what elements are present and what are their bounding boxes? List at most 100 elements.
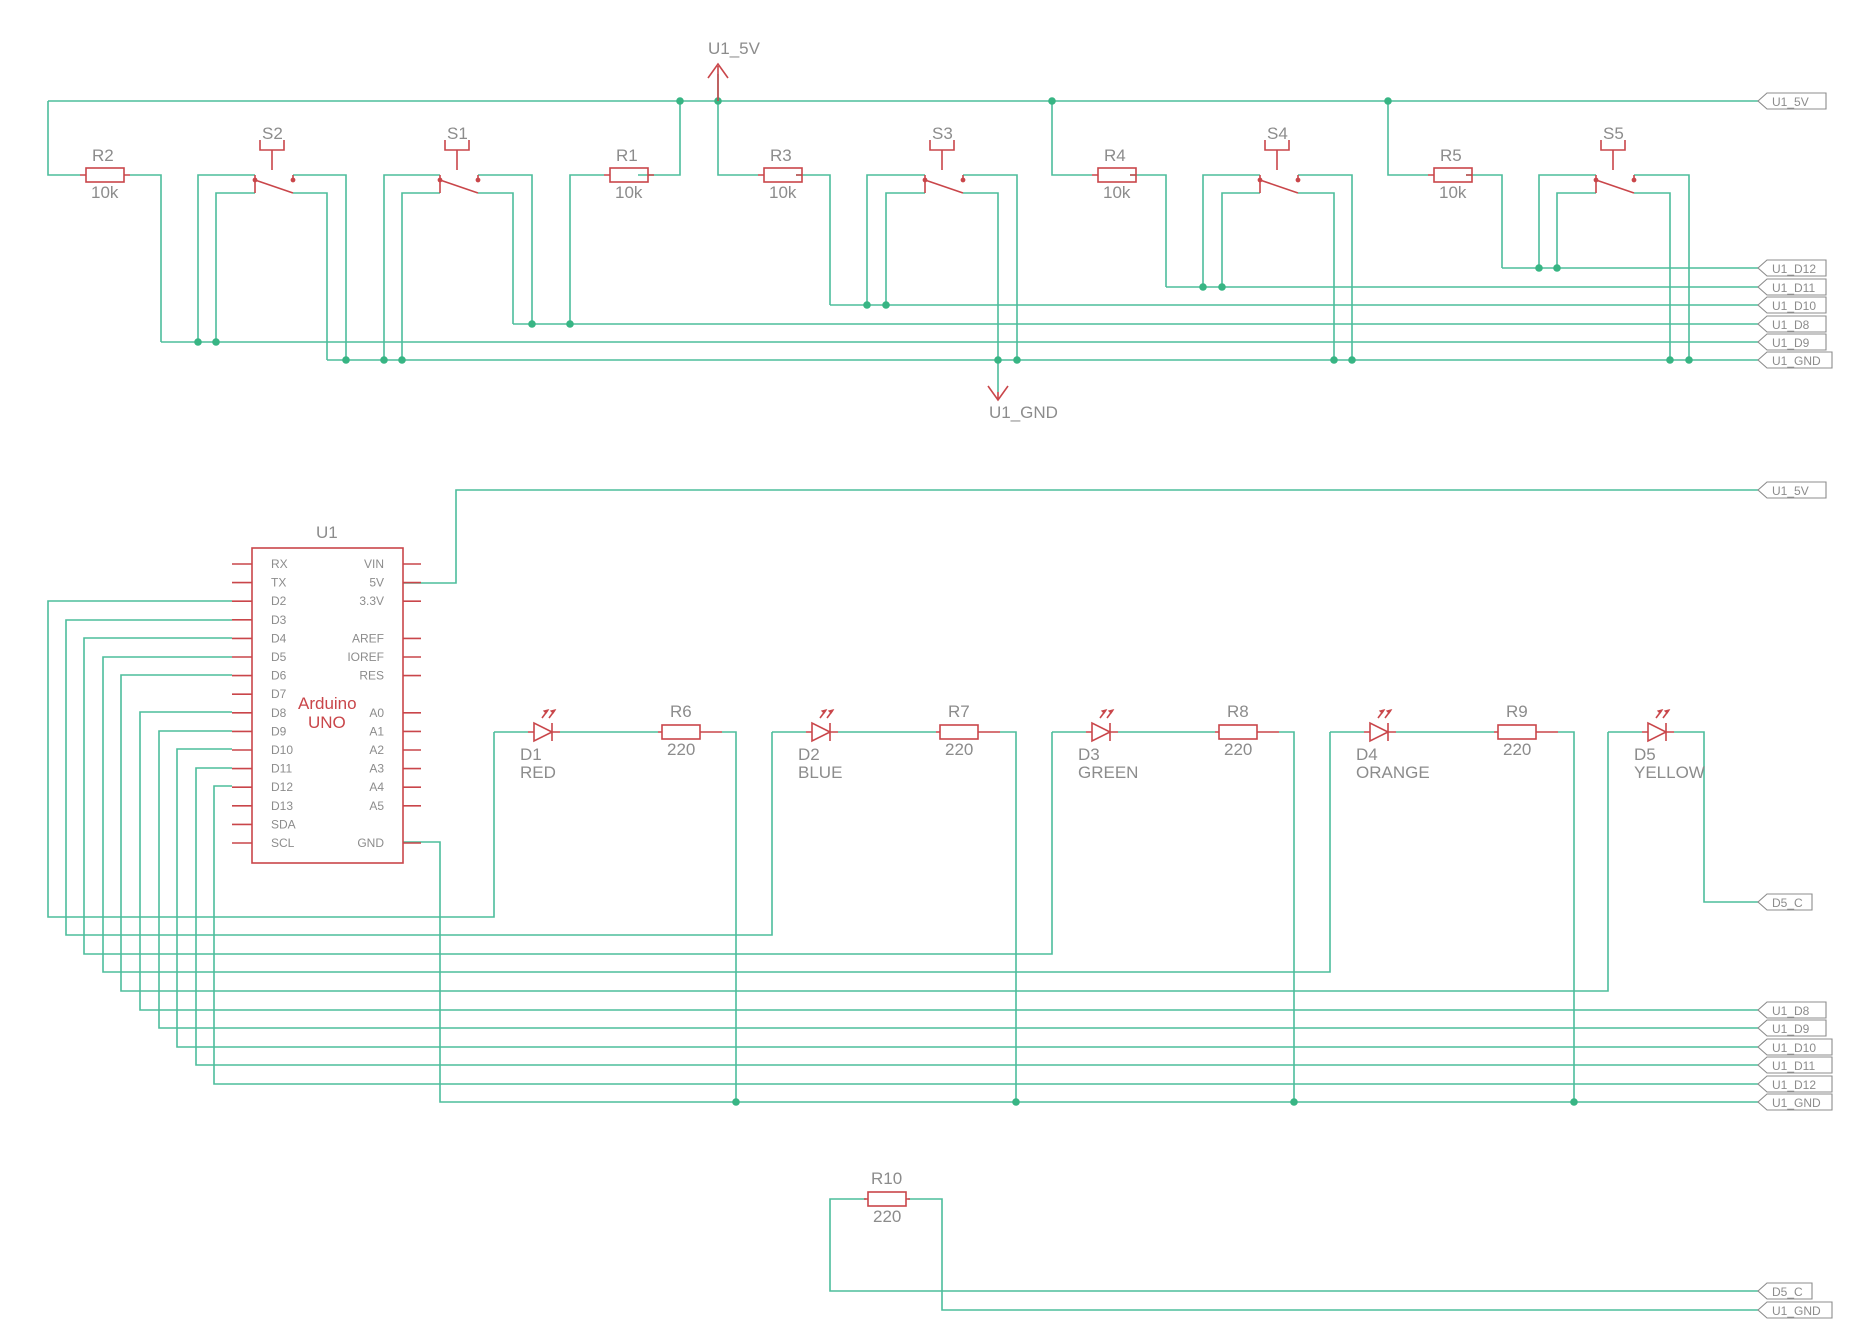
mcu-left-pin-label: D2 xyxy=(271,594,287,608)
port-bottom-u1-gnd: U1_GND xyxy=(1757,1301,1833,1319)
led-color: YELLOW xyxy=(1634,763,1705,782)
led-color: ORANGE xyxy=(1356,763,1430,782)
resistor-r3-name: R3 xyxy=(770,146,792,165)
resistor-r8-value: 220 xyxy=(1224,740,1252,759)
mcu-left-pin-label: D4 xyxy=(271,631,287,645)
resistor-r7[interactable]: R7 220 xyxy=(936,702,1000,759)
resistor-r1[interactable]: R1 10k xyxy=(604,146,654,202)
svg-text:U1_GND: U1_GND xyxy=(1772,1096,1821,1110)
svg-text:U1_5V: U1_5V xyxy=(1772,484,1809,498)
port-top-u1-d9: U1_D9 xyxy=(1757,333,1827,351)
resistor-r3[interactable]: R3 10k xyxy=(758,146,803,202)
led-color: RED xyxy=(520,763,556,782)
vcc-symbol: U1_5V xyxy=(707,39,761,101)
mcu-left-pin-label: D5 xyxy=(271,650,287,664)
resistor-r6-name: R6 xyxy=(670,702,692,721)
switch-s1[interactable]: S1 xyxy=(437,124,481,194)
mcu-5v-wire xyxy=(403,489,1758,584)
svg-text:U1_D12: U1_D12 xyxy=(1772,1078,1816,1092)
mcu-right-pin-label: 3.3V xyxy=(359,594,384,608)
resistor-r3-value: 10k xyxy=(769,183,797,202)
mcu-right-pin-label: RES xyxy=(359,669,384,683)
mcu-left-pin-label: TX xyxy=(271,576,286,590)
switch-s1-name: S1 xyxy=(447,124,468,143)
port-top-u1-d8: U1_D8 xyxy=(1757,315,1827,333)
switch-s2-name: S2 xyxy=(262,124,283,143)
mcu-left-pin-label: D10 xyxy=(271,743,293,757)
resistor-r9-name: R9 xyxy=(1506,702,1528,721)
port-mid-u1-d11: U1_D11 xyxy=(1757,1056,1833,1074)
resistor-r10[interactable]: R10 220 xyxy=(864,1169,910,1226)
svg-text:U1_D10: U1_D10 xyxy=(1772,299,1816,313)
svg-text:U1_GND: U1_GND xyxy=(1772,354,1821,368)
mid-wires xyxy=(47,600,1758,1103)
port-mid-u1-d9: U1_D9 xyxy=(1757,1019,1827,1037)
mcu-name-line2: UNO xyxy=(308,713,346,732)
mcu-right-pin-label: IOREF xyxy=(347,650,384,664)
port-top-u1-d10: U1_D10 xyxy=(1757,296,1827,314)
port-top-u1-gnd: U1_GND xyxy=(1757,351,1833,369)
resistor-r6-value: 220 xyxy=(667,740,695,759)
resistor-r9[interactable]: R9 220 xyxy=(1494,702,1558,759)
led-name: D2 xyxy=(798,745,820,764)
switch-s3[interactable]: S3 xyxy=(922,124,966,194)
port-top-u1-d11: U1_D11 xyxy=(1757,278,1827,296)
mcu-left-pin-label: D7 xyxy=(271,687,287,701)
mcu-left-pin-label: D8 xyxy=(271,706,287,720)
svg-text:D5_C: D5_C xyxy=(1772,896,1803,910)
port-top-u1-5v: U1_5V xyxy=(1757,92,1827,110)
top-junctions xyxy=(194,97,1693,364)
resistor-r5[interactable]: R5 10k xyxy=(1428,146,1473,202)
bottom-ports: D5_C U1_GND xyxy=(1757,1282,1833,1319)
svg-text:U1_D8: U1_D8 xyxy=(1772,318,1810,332)
mcu-right-pin-label: VIN xyxy=(364,557,384,571)
resistor-r6[interactable]: R6 220 xyxy=(658,702,722,759)
svg-text:D5_C: D5_C xyxy=(1772,1285,1803,1299)
svg-text:U1_GND: U1_GND xyxy=(1772,1304,1821,1318)
port-mid-u1-5v: U1_5V xyxy=(1757,481,1827,499)
led-color: BLUE xyxy=(798,763,842,782)
switch-s4[interactable]: S4 xyxy=(1257,124,1301,194)
svg-text:U1_5V: U1_5V xyxy=(1772,95,1809,109)
resistor-r4[interactable]: R4 10k xyxy=(1092,146,1137,202)
led-name: D5 xyxy=(1634,745,1656,764)
mid-ports: U1_5V D5_C U1_D8 U1_D9 U1_D10 U1_D11 U1_… xyxy=(1757,481,1833,1111)
mcu-left-pin-label: D13 xyxy=(271,799,293,813)
mcu-ref: U1 xyxy=(316,523,338,542)
mcu-left-pin-label: SDA xyxy=(271,817,296,831)
mid-junctions xyxy=(732,1098,1578,1106)
led-name: D4 xyxy=(1356,745,1378,764)
port-bottom-d5-c: D5_C xyxy=(1757,1282,1813,1300)
led-color: GREEN xyxy=(1078,763,1138,782)
resistor-r8[interactable]: R8 220 xyxy=(1215,702,1279,759)
mcu-name-line1: Arduino xyxy=(298,694,357,713)
resistor-r4-name: R4 xyxy=(1104,146,1126,165)
resistor-r2[interactable]: R2 10k xyxy=(80,146,130,202)
resistor-r1-name: R1 xyxy=(616,146,638,165)
switch-s5[interactable]: S5 xyxy=(1593,124,1637,194)
vcc-label: U1_5V xyxy=(708,39,761,58)
switch-s5-name: S5 xyxy=(1603,124,1624,143)
resistor-r4-value: 10k xyxy=(1103,183,1131,202)
mcu-left-pin-label: D12 xyxy=(271,780,293,794)
mcu-left-pin-label: D11 xyxy=(271,762,292,776)
svg-text:U1_D8: U1_D8 xyxy=(1772,1004,1810,1018)
gnd-symbol: U1_GND xyxy=(987,385,1058,422)
resistor-r7-value: 220 xyxy=(945,740,973,759)
mcu-right-pin-label: A2 xyxy=(369,743,384,757)
mcu-right-pin-label: A4 xyxy=(369,780,384,794)
bottom-wires xyxy=(829,1198,1758,1311)
switch-s2[interactable]: S2 xyxy=(252,124,296,194)
port-mid-u1-d12: U1_D12 xyxy=(1757,1075,1833,1093)
port-mid-u1-d8: U1_D8 xyxy=(1757,1001,1827,1019)
arduino-uno[interactable]: U1 Arduino UNO RXTXD2D3D4D5D6D7D8D9D10D1… xyxy=(232,523,421,864)
svg-text:U1_D11: U1_D11 xyxy=(1772,1059,1815,1073)
resistor-r2-name: R2 xyxy=(92,146,114,165)
port-mid-u1-d10: U1_D10 xyxy=(1757,1038,1833,1056)
